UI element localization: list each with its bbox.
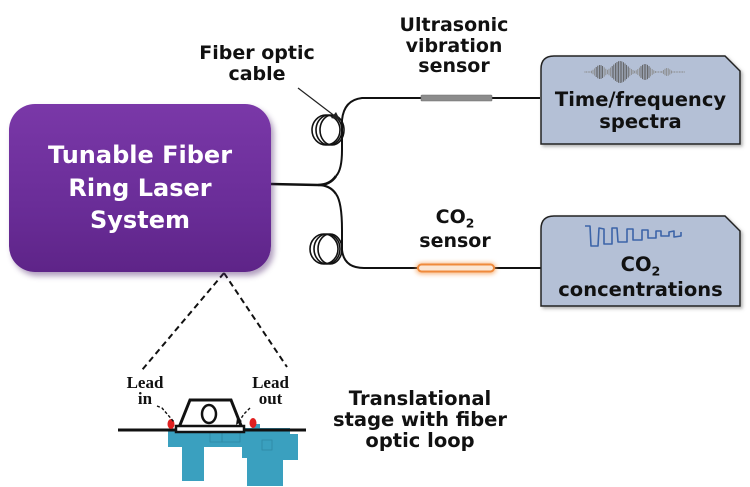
fiber-trunk (270, 175, 338, 187)
co2-output-line-1: CO2 (541, 254, 740, 279)
laser-label-line-1: Tunable Fiber (47, 141, 233, 170)
spectra-output-label: Time/frequency spectra (541, 89, 740, 133)
fiber-coil-upper (311, 114, 345, 146)
ultrasonic-label-line-1: Ultrasonic (399, 14, 509, 36)
co2-sensor-label: CO2 sensor (405, 207, 505, 251)
fiber-cable-callout-arrowhead (331, 112, 340, 120)
zoom-dashed-line-right (223, 272, 288, 368)
lead-out-label: Lead out (243, 373, 298, 409)
fiber-cable-callout-line (297, 87, 337, 118)
co2-sensor-label-line-2: sensor (419, 229, 491, 252)
ultrasonic-label-line-3: sensor (418, 55, 490, 78)
square-wave-icon (585, 225, 682, 247)
fiber-optic-cable-label-line-2: cable (228, 62, 286, 85)
waveform-icon (584, 61, 685, 83)
translational-stage (118, 398, 306, 486)
lead-out-label-line-2: out (258, 389, 283, 409)
translational-stage-label: Translational stage with fiber optic loo… (320, 388, 520, 451)
fiber-branch-lower-start (317, 183, 337, 195)
fiber-upper-branch (335, 97, 421, 177)
ultrasonic-sensor-element (420, 94, 493, 102)
stage-fiber-loop (200, 403, 218, 425)
co2-sensor-label-main: CO (435, 206, 466, 228)
fiber-optic-cable-label-line-1: Fiber optic (199, 42, 315, 64)
co2-output-subscript: 2 (651, 263, 661, 279)
zoom-dashed-line-left (141, 272, 225, 371)
lead-in-label-line-2: in (137, 389, 153, 409)
stage-body (168, 424, 298, 486)
lead-out-label-line-1: Lead (252, 373, 289, 392)
co2-sensor-label-line-1: CO2 (405, 207, 505, 231)
stage-label-line-2: stage with fiber (332, 408, 507, 432)
co2-sensor-label-subscript: 2 (465, 216, 475, 231)
ultrasonic-sensor-label: Ultrasonic vibration sensor (389, 15, 519, 77)
lead-in-label-line-1: Lead (126, 373, 164, 392)
lead-in-label: Lead in (120, 373, 170, 409)
stage-label-line-1: Translational (348, 387, 492, 410)
co2-output-line-2: concentrations (558, 277, 723, 301)
fiber-coil-lower (309, 233, 343, 265)
co2-output-main: CO (620, 253, 652, 276)
laser-label-line-2: Ring Laser (68, 173, 212, 202)
spectra-output-line-2: spectra (599, 109, 682, 133)
fiber-optic-cable-label: Fiber optic cable (197, 43, 317, 84)
laser-system-label: Tunable Fiber Ring Laser System (48, 139, 232, 236)
stage-label-line-3: optic loop (365, 429, 475, 453)
lead-out-marker (249, 418, 257, 428)
laser-label-line-3: System (90, 206, 190, 235)
spectra-output-box (540, 55, 741, 145)
spectra-output-line-1: Time/frequency (554, 88, 727, 111)
ultrasonic-label-line-2: vibration (405, 34, 503, 57)
co2-sensor-element (416, 263, 496, 274)
co2-output-label: CO2 concentrations (541, 254, 740, 300)
lead-in-pointer (156, 405, 175, 423)
tunable-fiber-ring-laser-system: Tunable Fiber Ring Laser System (9, 104, 271, 272)
